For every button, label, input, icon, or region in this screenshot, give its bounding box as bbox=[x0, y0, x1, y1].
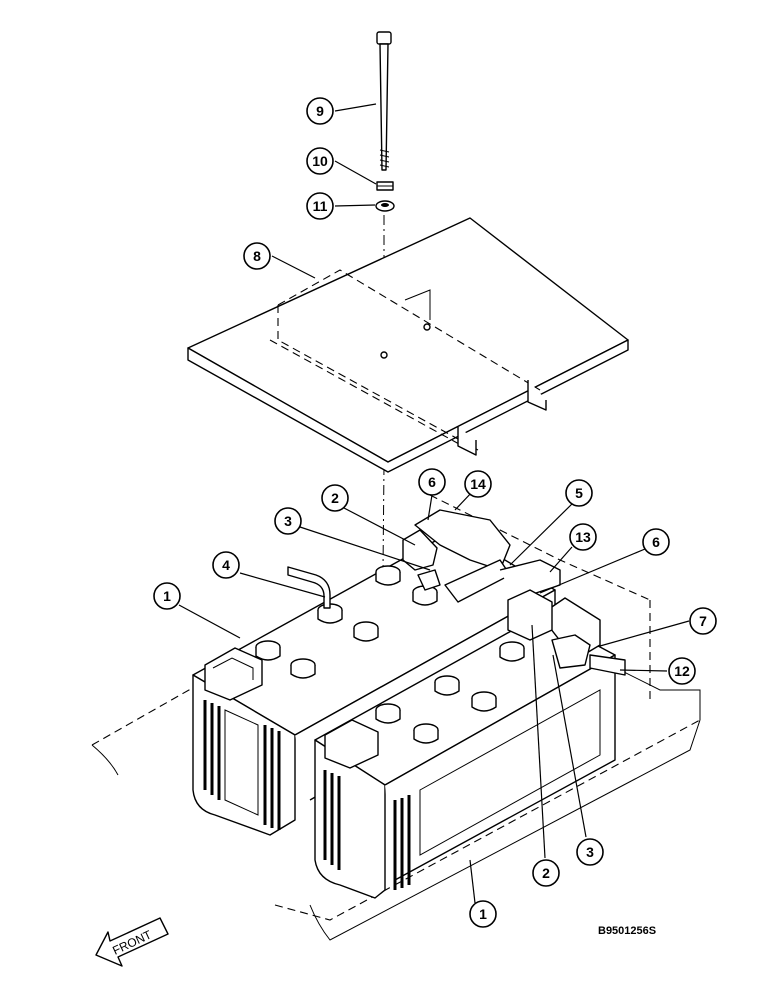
callout-1-top: 1 bbox=[153, 582, 181, 610]
svg-text:2: 2 bbox=[542, 865, 550, 881]
svg-text:6: 6 bbox=[652, 534, 660, 550]
svg-text:5: 5 bbox=[575, 485, 583, 501]
callout-3-bottom: 3 bbox=[576, 838, 604, 866]
callout-13: 13 bbox=[569, 523, 597, 551]
callout-8: 8 bbox=[243, 242, 271, 270]
callout-4: 4 bbox=[212, 551, 240, 579]
svg-text:12: 12 bbox=[674, 663, 690, 679]
battery-left-stripes bbox=[203, 700, 281, 830]
callout-6-top: 6 bbox=[418, 468, 446, 496]
nut bbox=[375, 200, 395, 212]
svg-text:14: 14 bbox=[470, 476, 486, 492]
battery-cover bbox=[187, 217, 629, 473]
leader-lines bbox=[178, 103, 690, 904]
front-arrow: FRONT bbox=[95, 917, 169, 967]
svg-text:7: 7 bbox=[699, 613, 707, 629]
callout-5: 5 bbox=[565, 479, 593, 507]
hold-down-rod bbox=[376, 31, 392, 171]
callout-3-top: 3 bbox=[274, 507, 302, 535]
callout-2-top: 2 bbox=[321, 484, 349, 512]
battery-right-caps bbox=[375, 641, 525, 744]
callout-12: 12 bbox=[668, 657, 696, 685]
battery-right bbox=[314, 597, 616, 899]
callout-2-bottom: 2 bbox=[532, 859, 560, 887]
svg-text:3: 3 bbox=[586, 844, 594, 860]
battery-cables bbox=[402, 509, 626, 676]
svg-text:3: 3 bbox=[284, 513, 292, 529]
svg-text:13: 13 bbox=[575, 529, 591, 545]
svg-text:11: 11 bbox=[313, 198, 328, 214]
svg-text:9: 9 bbox=[316, 103, 324, 119]
svg-text:1: 1 bbox=[479, 906, 487, 922]
lock-washer bbox=[376, 181, 394, 191]
svg-text:1: 1 bbox=[163, 588, 171, 604]
callout-11: 11 bbox=[306, 192, 334, 220]
vent-tube bbox=[287, 566, 331, 609]
svg-text:6: 6 bbox=[428, 474, 436, 490]
callout-14: 14 bbox=[464, 470, 492, 498]
svg-text:10: 10 bbox=[312, 153, 328, 169]
callout-6-right: 6 bbox=[642, 528, 670, 556]
drawing-code: B9501256S bbox=[598, 925, 656, 937]
battery-left-caps bbox=[255, 565, 438, 679]
callout-7: 7 bbox=[689, 607, 717, 635]
callout-10: 10 bbox=[306, 147, 334, 175]
callout-9: 9 bbox=[306, 97, 334, 125]
callout-1-bottom: 1 bbox=[469, 900, 497, 928]
svg-text:2: 2 bbox=[331, 490, 339, 506]
svg-text:4: 4 bbox=[222, 557, 230, 573]
callouts: 9 10 11 8 6 14 2 5 3 13 6 4 1 7 12 2 3 1 bbox=[153, 97, 717, 928]
svg-text:8: 8 bbox=[253, 248, 261, 264]
battery-right-stripes bbox=[323, 689, 601, 890]
